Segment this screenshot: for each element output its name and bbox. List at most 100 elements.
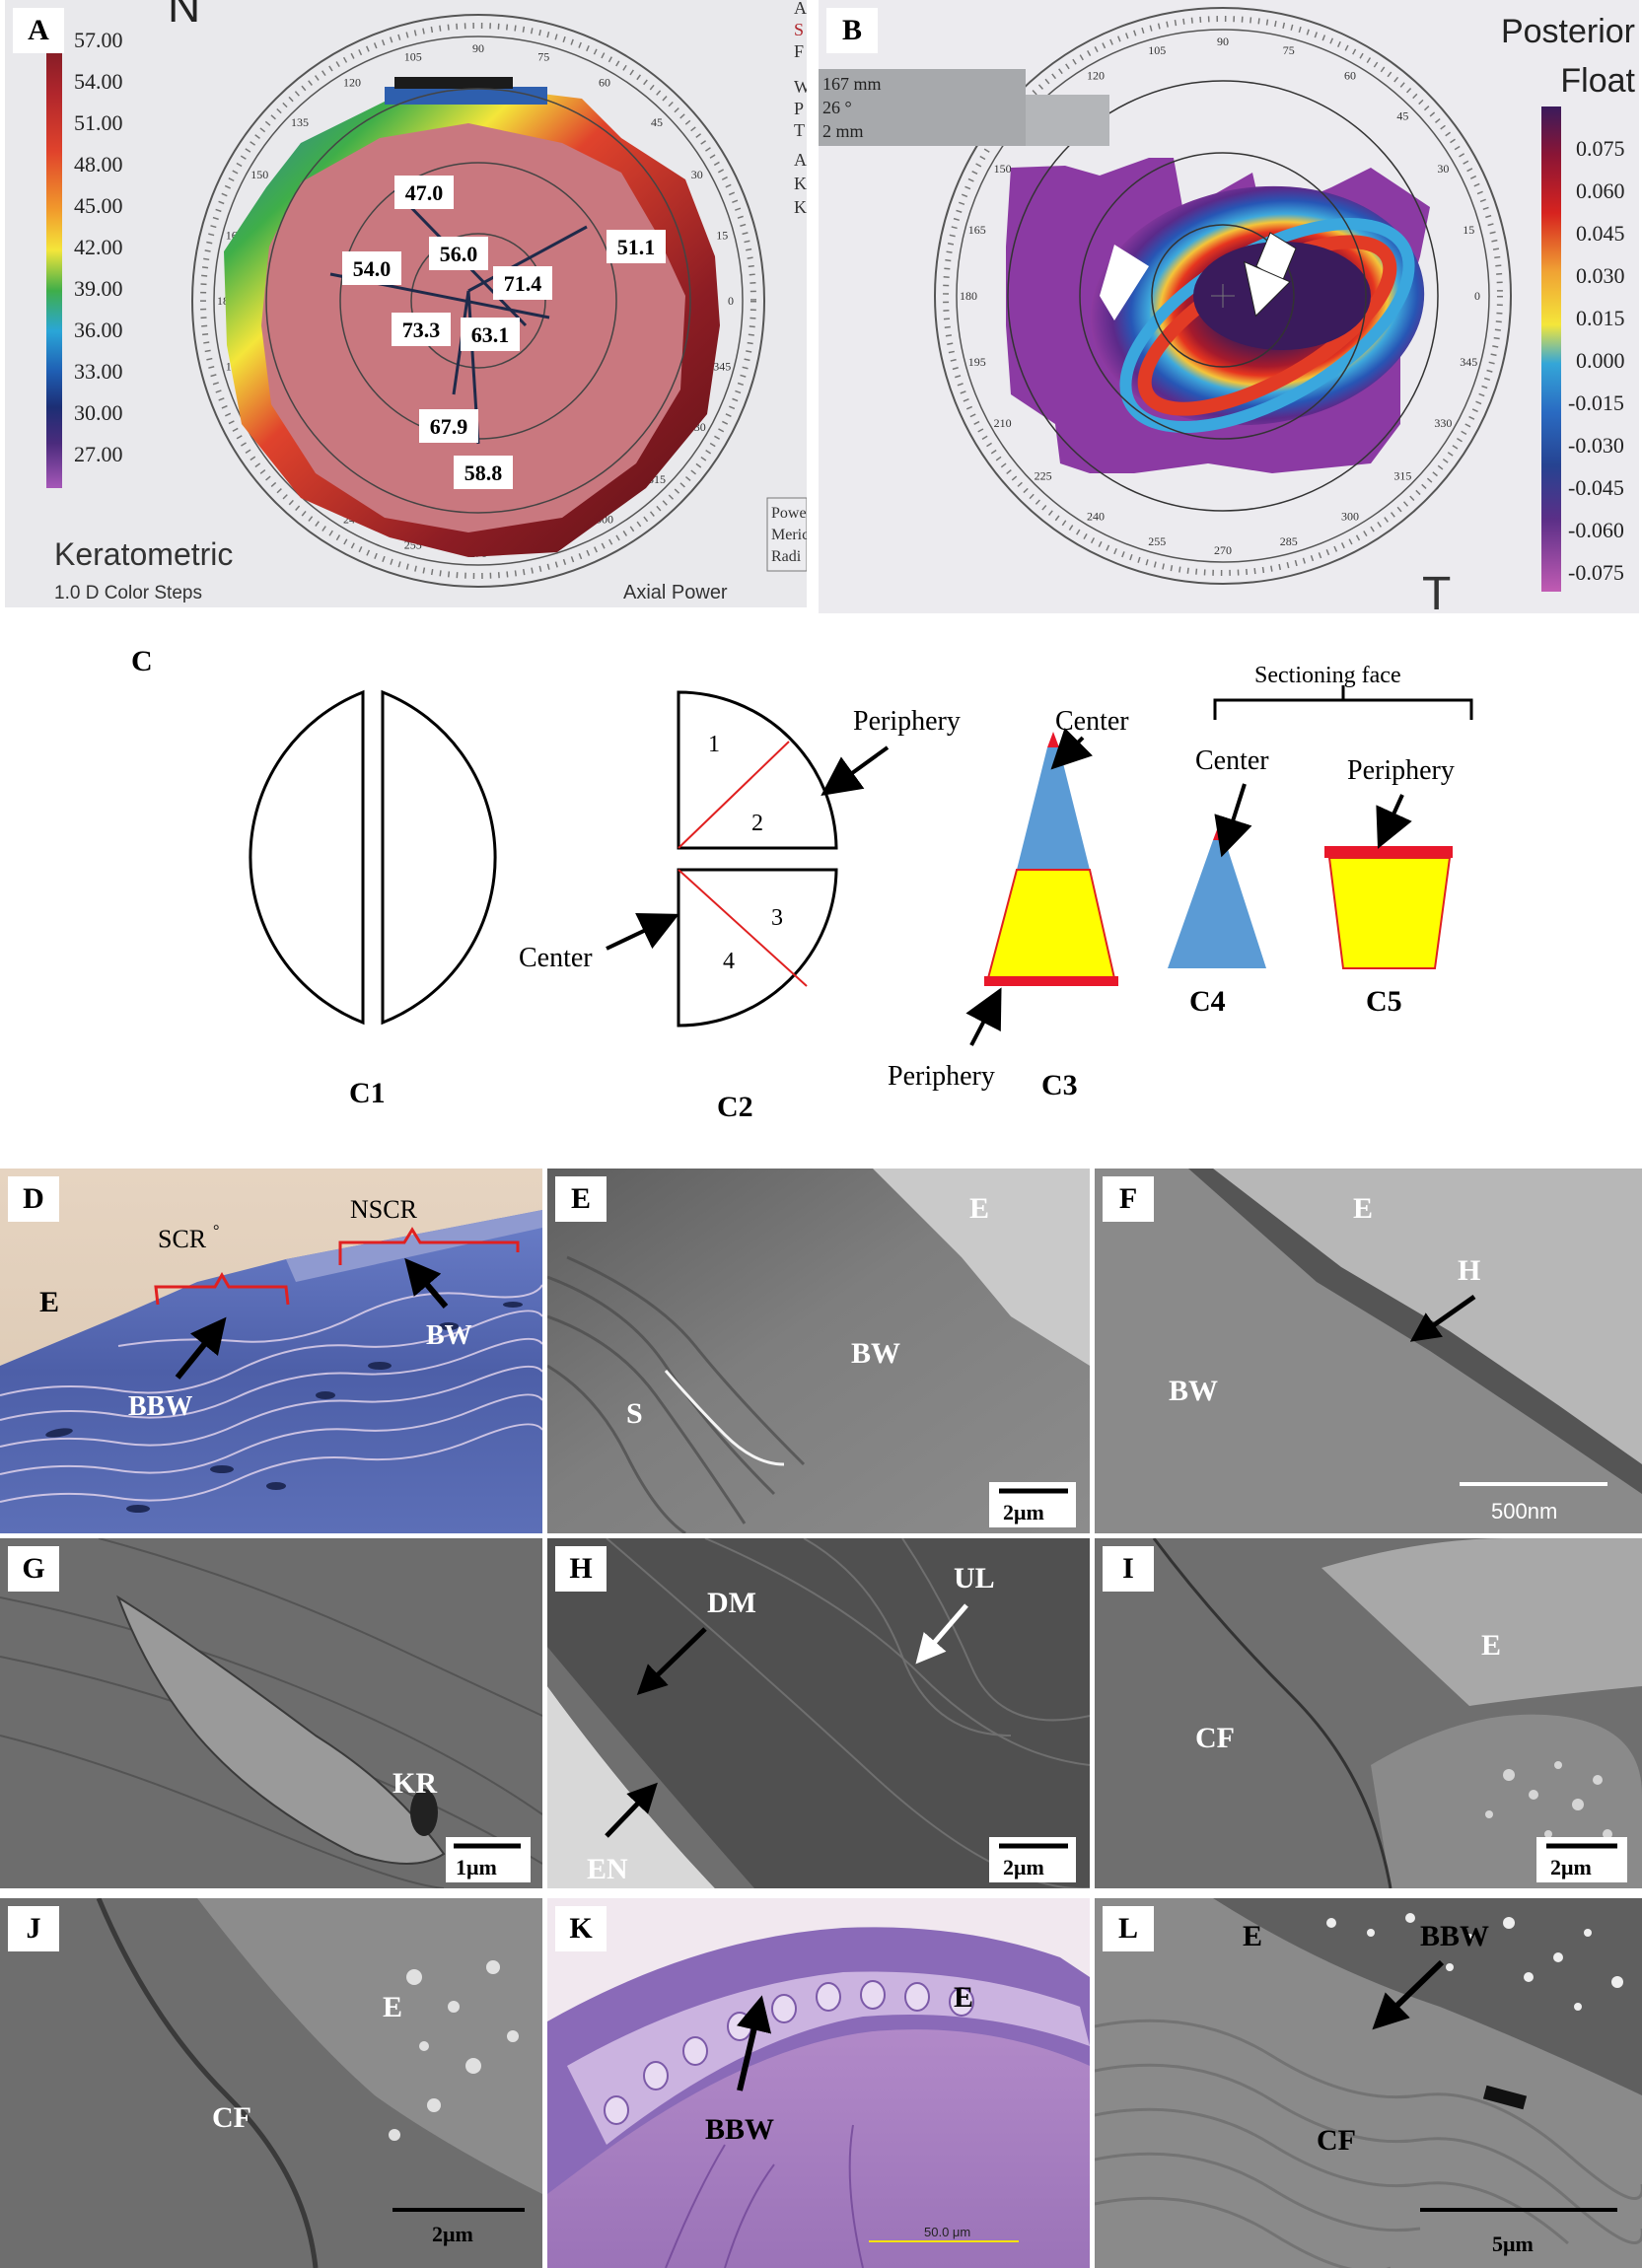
- ring-label: 210: [994, 416, 1012, 430]
- map-values: 47.0 56.0 54.0 71.4 51.1 73.3 63.1 67.9 …: [342, 176, 666, 489]
- inner-ring: [1079, 152, 1367, 440]
- collagen-label: CF: [1317, 2124, 1356, 2157]
- c5-yellow-section: [1327, 857, 1452, 969]
- quadrant-number: 3: [771, 905, 783, 931]
- overlay-line: 167 mm: [822, 74, 882, 94]
- bottom-subtitle: 1.0 D Color Steps: [54, 583, 202, 603]
- dark-fragment: [1482, 2085, 1528, 2110]
- side-letter: F: [794, 41, 804, 61]
- scale-value: 51.00: [74, 110, 123, 135]
- overlay-line: 2 mm: [822, 121, 864, 141]
- side-legend-item: Radi: [771, 548, 802, 565]
- panel-label: A: [13, 8, 64, 53]
- epithelium-label: E: [1243, 1920, 1262, 1952]
- descemet-label: DM: [707, 1587, 756, 1619]
- panel-k-figure: E BBW 50.0 μm: [547, 1898, 1090, 2268]
- map-value: 54.0: [353, 256, 392, 281]
- center-arrow: [1214, 783, 1252, 858]
- panel-l: E BBW CF 5μm L: [1095, 1898, 1642, 2268]
- meridian-line: [467, 225, 588, 293]
- scale-value: -0.045: [1568, 475, 1624, 500]
- side-letter: P: [794, 99, 804, 118]
- ring-label: 45: [1396, 109, 1408, 123]
- ring-label: 345: [1460, 355, 1477, 369]
- float-map-center: [1193, 242, 1371, 350]
- bw-label: BW: [426, 1320, 472, 1351]
- keratocyte-nucleus: [410, 1789, 438, 1836]
- ring-label: 180: [960, 289, 977, 303]
- scale-value: 0.015: [1576, 306, 1625, 330]
- side-letter: W: [794, 77, 807, 97]
- side-letters: A S F W P T A K K: [794, 0, 807, 217]
- keratocyte-label: KR: [393, 1767, 437, 1800]
- top-letter: N: [168, 0, 200, 32]
- ring-label: 30: [691, 168, 703, 181]
- ring-label: 165: [968, 223, 986, 237]
- quadrant-number: 4: [723, 949, 735, 974]
- epithelium-region: [873, 1169, 1090, 1366]
- scale-value: 30.00: [74, 400, 123, 425]
- outer-ring-inner: [956, 29, 1490, 563]
- panel-label: H: [555, 1546, 607, 1592]
- c5-label: C5: [1366, 985, 1402, 1018]
- collagen-label: CF: [1195, 1722, 1235, 1754]
- scale-value: 0.060: [1576, 178, 1625, 203]
- ring-label: 150: [250, 168, 268, 181]
- collagen-boundary: [1152, 1538, 1392, 1888]
- panel-f: E H BW 500nm F: [1095, 1169, 1642, 1533]
- ring-label: 285: [1280, 534, 1298, 548]
- hemidesmosome-arrow: [1409, 1294, 1476, 1342]
- stroma-lamellae: [547, 1255, 806, 1533]
- c1-left-half: [249, 689, 365, 1026]
- map-value: 51.1: [617, 235, 656, 259]
- map-value: 67.9: [430, 414, 468, 439]
- ring-label: 195: [968, 355, 986, 369]
- ring-label: 330: [1434, 416, 1452, 430]
- map-value: 73.3: [402, 318, 441, 342]
- ring-label: 75: [537, 50, 549, 64]
- panel-h-micrograph: DM UL EN 2μm: [547, 1538, 1090, 1888]
- panel-k: E BBW 50.0 μm K: [547, 1898, 1090, 2268]
- collagen-boundary: [96, 1898, 319, 2268]
- ring-label: 150: [994, 162, 1012, 176]
- scr-label: SCR: [158, 1225, 207, 1253]
- panel-c: C C1 1 2 3 4 Periphery Center C2 Center …: [0, 631, 1642, 1154]
- color-scale-bar: [1541, 106, 1561, 592]
- ring-label: 15: [1463, 223, 1474, 237]
- side-letter: A: [794, 150, 807, 170]
- inner-ring: [265, 88, 691, 514]
- nscr-bracket: [338, 1227, 520, 1265]
- overlay-box: [819, 69, 1026, 146]
- scale-value: 0.075: [1576, 136, 1625, 161]
- ring-label: 90: [1217, 35, 1229, 48]
- panel-a: 57.00 54.00 51.00 48.00 45.00 42.00 39.0…: [5, 0, 807, 607]
- scale-values: 57.00 54.00 51.00 48.00 45.00 42.00 39.0…: [74, 28, 123, 466]
- ul-label: UL: [954, 1562, 995, 1595]
- ring-label: 45: [651, 115, 663, 129]
- side-letter: S: [794, 20, 804, 39]
- stroma-fibers: [0, 1284, 542, 1503]
- map-value: 63.1: [471, 322, 510, 347]
- quadrant-number: 2: [751, 811, 763, 836]
- c1-label: C1: [349, 1077, 386, 1109]
- sectioning-bracket: [1213, 685, 1473, 720]
- scale-label: 1μm: [456, 1855, 497, 1879]
- panel-b: 9010512013515016518019521022524025527028…: [819, 0, 1639, 613]
- sectioning-face-label: Sectioning face: [1254, 663, 1401, 688]
- panel-label: E: [555, 1176, 607, 1222]
- ring-label: 105: [404, 50, 422, 64]
- panel-label: K: [555, 1906, 607, 1951]
- side-legend: Powe Meric Radi: [766, 497, 807, 572]
- scale-value: -0.060: [1568, 518, 1624, 542]
- ring-label: 270: [1214, 543, 1232, 557]
- collagen-label: CF: [212, 2101, 251, 2134]
- periphery-arrow: [965, 987, 1002, 1046]
- float-title: Float: [1560, 62, 1635, 100]
- scale-value: 54.00: [74, 69, 123, 94]
- side-letter: K: [794, 174, 807, 193]
- scale-value: 0.030: [1576, 263, 1625, 288]
- center-arrow: [606, 912, 679, 951]
- collagen-waves: [1095, 2019, 1642, 2268]
- ring-label: 75: [1283, 43, 1295, 57]
- c5-periphery-band: [1324, 846, 1453, 858]
